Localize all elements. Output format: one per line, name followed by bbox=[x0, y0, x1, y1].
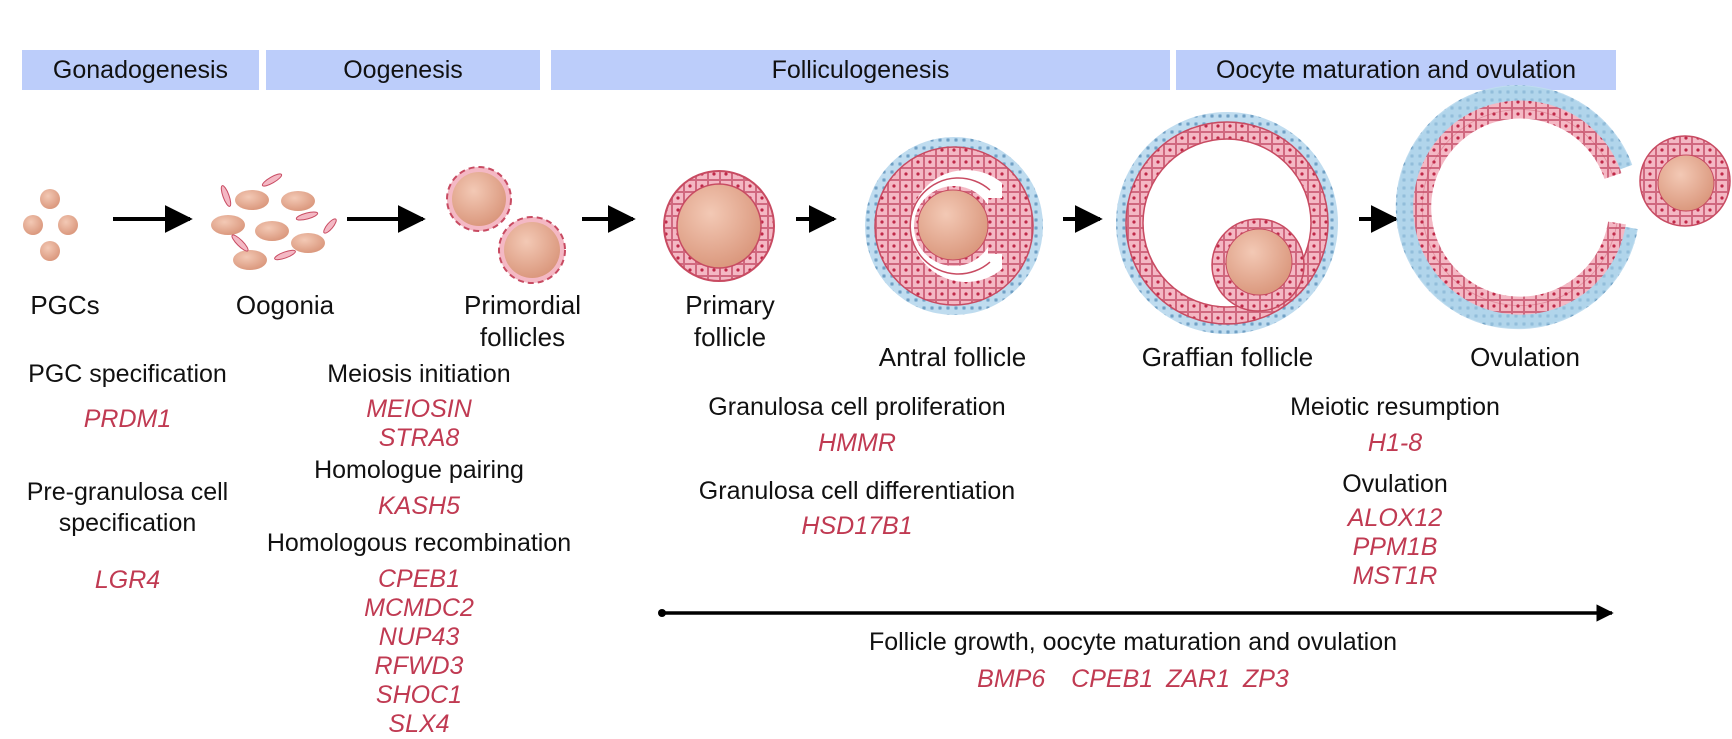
process-pgc-specification: PGC specification bbox=[28, 360, 227, 388]
process-granulosa-differentiation: Granulosa cell differentiation bbox=[698, 477, 1016, 505]
stage-label: Oocyte maturation and ovulation bbox=[1216, 55, 1576, 84]
stage-banner-oocyte-maturation: Oocyte maturation and ovulation bbox=[1176, 50, 1616, 90]
process-homologous-recombination: Homologous recombination bbox=[266, 529, 572, 557]
process-homologue-pairing: Homologue pairing bbox=[314, 456, 524, 484]
pgc-cells-icon bbox=[23, 189, 78, 261]
stage-banner-oogenesis: Oogenesis bbox=[266, 50, 540, 90]
stage-label: Oogenesis bbox=[343, 55, 463, 84]
oogonia-cells-icon bbox=[211, 173, 337, 270]
graffian-follicle-icon bbox=[1116, 112, 1338, 334]
process-meiosis-initiation: Meiosis initiation bbox=[327, 360, 511, 388]
stage-banner-gonadogenesis: Gonadogenesis bbox=[22, 50, 259, 90]
antral-follicle-icon bbox=[865, 137, 1043, 315]
gene-list: BMP6 CPEB1 ZAR1 ZP3 bbox=[977, 665, 1289, 693]
gene-list: PRDM1 bbox=[83, 405, 172, 433]
ovulation-icon bbox=[1395, 85, 1731, 330]
gene-list: HSD17B1 bbox=[801, 512, 913, 540]
primary-follicle-icon bbox=[663, 170, 775, 282]
process-meiotic-resumption: Meiotic resumption bbox=[1290, 393, 1500, 421]
stage-label: Folliculogenesis bbox=[771, 55, 950, 84]
primordial-follicles-icon bbox=[446, 166, 566, 284]
label-antral-follicle: Antral follicle bbox=[878, 342, 1027, 372]
label-pgcs: PGCs bbox=[30, 290, 100, 320]
gene-list: LGR4 bbox=[94, 566, 161, 594]
gene-list: HMMR bbox=[818, 429, 896, 457]
label-graffian-follicle: Graffian follicle bbox=[1141, 342, 1314, 372]
label-oogonia: Oogonia bbox=[235, 290, 335, 320]
stage-label: Gonadogenesis bbox=[52, 55, 229, 84]
stage-banner-folliculogenesis: Folliculogenesis bbox=[551, 50, 1170, 90]
label-ovulation: Ovulation bbox=[1470, 342, 1580, 372]
gene-list: CPEB1 MCMDC2 NUP43 RFWD3 SHOC1 SLX4 bbox=[364, 565, 474, 738]
gene-list: ALOX12 PPM1B MST1R bbox=[1347, 504, 1443, 590]
process-granulosa-proliferation: Granulosa cell proliferation bbox=[708, 393, 1006, 421]
process-ovulation: Ovulation bbox=[1342, 470, 1448, 498]
process-follicle-growth: Follicle growth, oocyte maturation and o… bbox=[868, 628, 1398, 656]
gene-list: KASH5 bbox=[378, 492, 460, 520]
gene-list: H1-8 bbox=[1367, 429, 1423, 457]
